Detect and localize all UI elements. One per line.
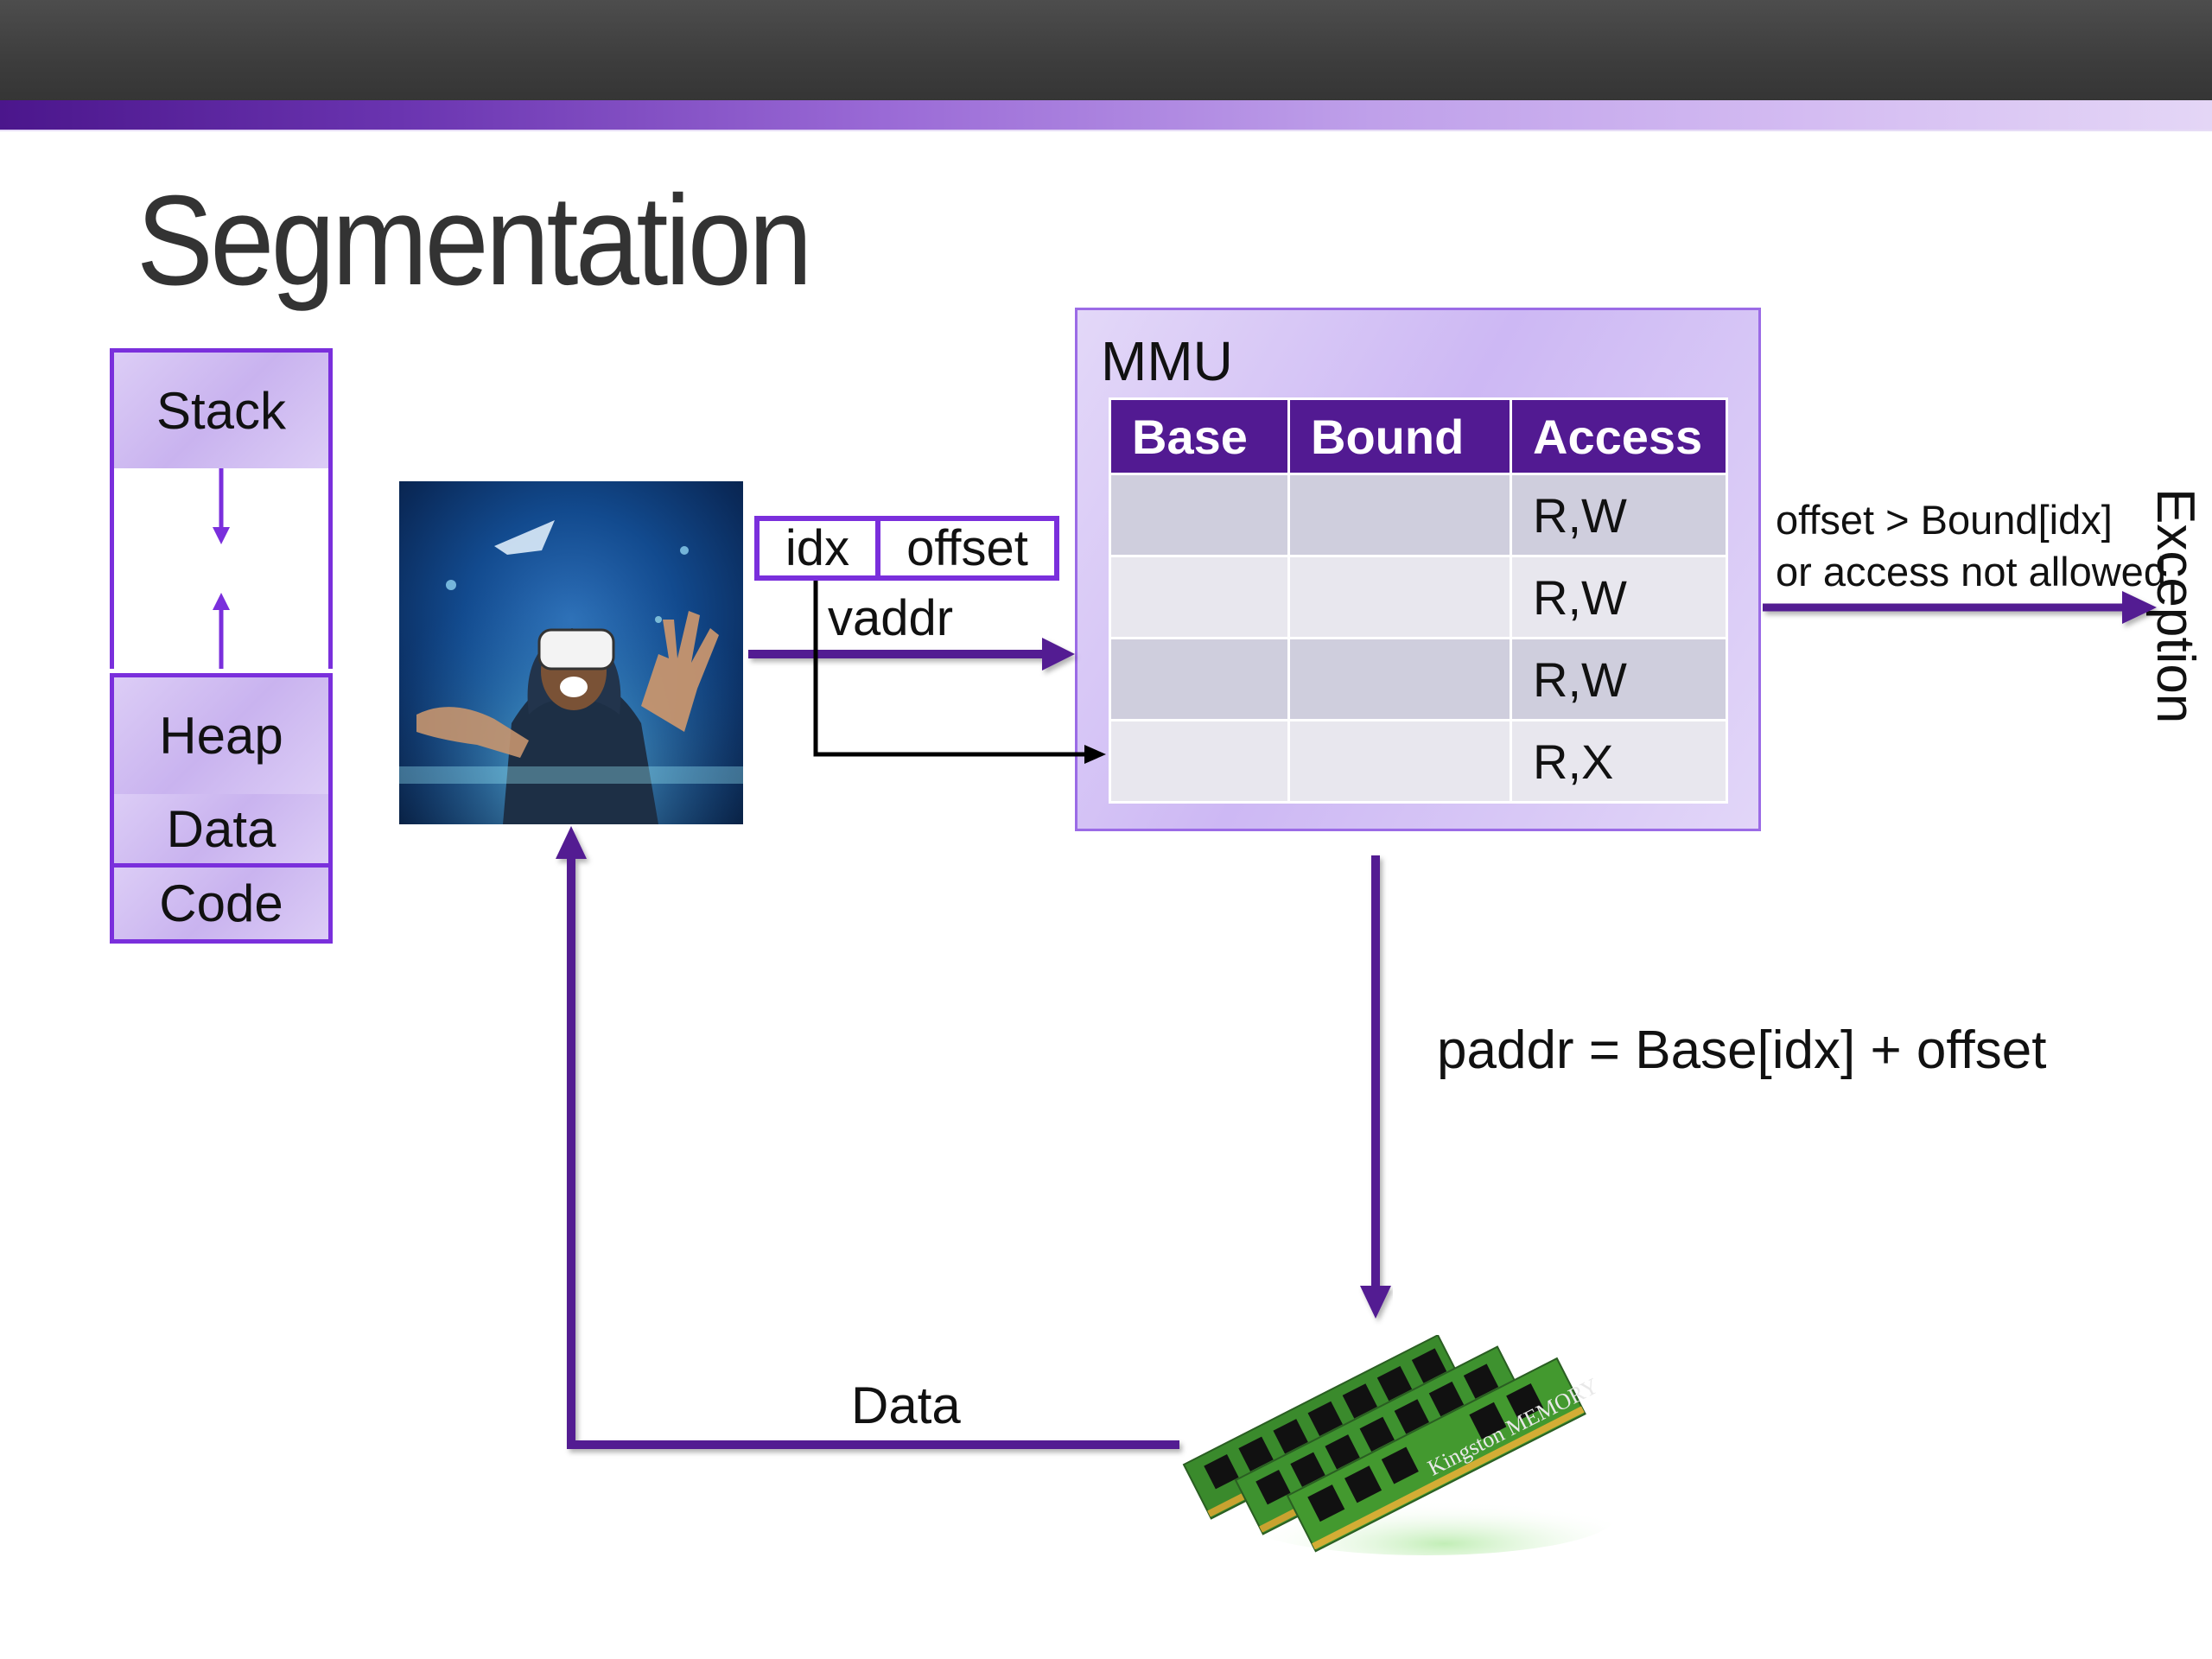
- table-row: R,X: [1111, 721, 1726, 801]
- cell-base: [1111, 639, 1287, 719]
- exception-condition: offset > Bound[idx] or access not allowe…: [1776, 494, 2166, 598]
- column-header-bound: Bound: [1290, 400, 1510, 473]
- mmu-box: MMU Base Bound Access R,W R,W R: [1075, 308, 1761, 831]
- table-row: R,W: [1111, 639, 1726, 719]
- virtual-address-fields: idx offset: [754, 516, 1059, 581]
- cell-bound: [1290, 639, 1510, 719]
- segment-data: Data: [110, 794, 333, 868]
- cell-access: R,W: [1512, 639, 1726, 719]
- segment-table: Base Bound Access R,W R,W R,W: [1109, 397, 1728, 804]
- ram-modules-icon: Kingston MEMORY: [1182, 1333, 1616, 1555]
- exception-condition-line1: offset > Bound[idx]: [1776, 497, 2113, 543]
- segment-code: Code: [110, 868, 333, 944]
- cell-base: [1111, 721, 1287, 801]
- segment-stack: Stack: [110, 348, 333, 473]
- segment-heap: Heap: [110, 673, 333, 798]
- address-space-layout: Stack Heap Data Code: [110, 348, 333, 952]
- mmu-label: MMU: [1101, 330, 1233, 392]
- growth-arrows: [213, 468, 230, 669]
- data-return-arrow: [556, 826, 1179, 1449]
- cell-access: R,W: [1512, 557, 1726, 637]
- cell-base: [1111, 475, 1287, 555]
- segment-free-gap: [110, 468, 333, 669]
- heap-grows-up-icon: [213, 593, 230, 669]
- cell-access: R,X: [1512, 721, 1726, 801]
- table-row: R,W: [1111, 475, 1726, 555]
- column-header-base: Base: [1111, 400, 1287, 473]
- cell-bound: [1290, 721, 1510, 801]
- slide-top-bar: [0, 0, 2212, 100]
- vaddr-idx-field: idx: [760, 520, 880, 576]
- paddr-arrow: [1360, 855, 1391, 1319]
- cell-access: R,W: [1512, 475, 1726, 555]
- paddr-formula: paddr = Base[idx] + offset: [1437, 1020, 2047, 1080]
- cell-bound: [1290, 475, 1510, 555]
- cell-base: [1111, 557, 1287, 637]
- slide-title: Segmentation: [137, 169, 812, 312]
- column-header-access: Access: [1512, 400, 1726, 473]
- stack-grows-down-icon: [213, 468, 230, 544]
- slide-accent-bar: [0, 100, 2212, 131]
- exception-condition-line2: or access not allowed: [1776, 549, 2166, 594]
- cell-bound: [1290, 557, 1510, 637]
- vaddr-label: vaddr: [828, 590, 954, 646]
- exception-label: Exception: [2145, 488, 2205, 724]
- physical-memory: Kingston MEMORY: [1175, 1333, 1624, 1560]
- vr-headset-person-icon: [399, 481, 743, 824]
- data-label: Data: [851, 1376, 961, 1434]
- process-image: [399, 481, 743, 824]
- segment-table-header: Base Bound Access: [1111, 400, 1726, 473]
- table-row: R,W: [1111, 557, 1726, 637]
- vaddr-offset-field: offset: [906, 520, 1028, 576]
